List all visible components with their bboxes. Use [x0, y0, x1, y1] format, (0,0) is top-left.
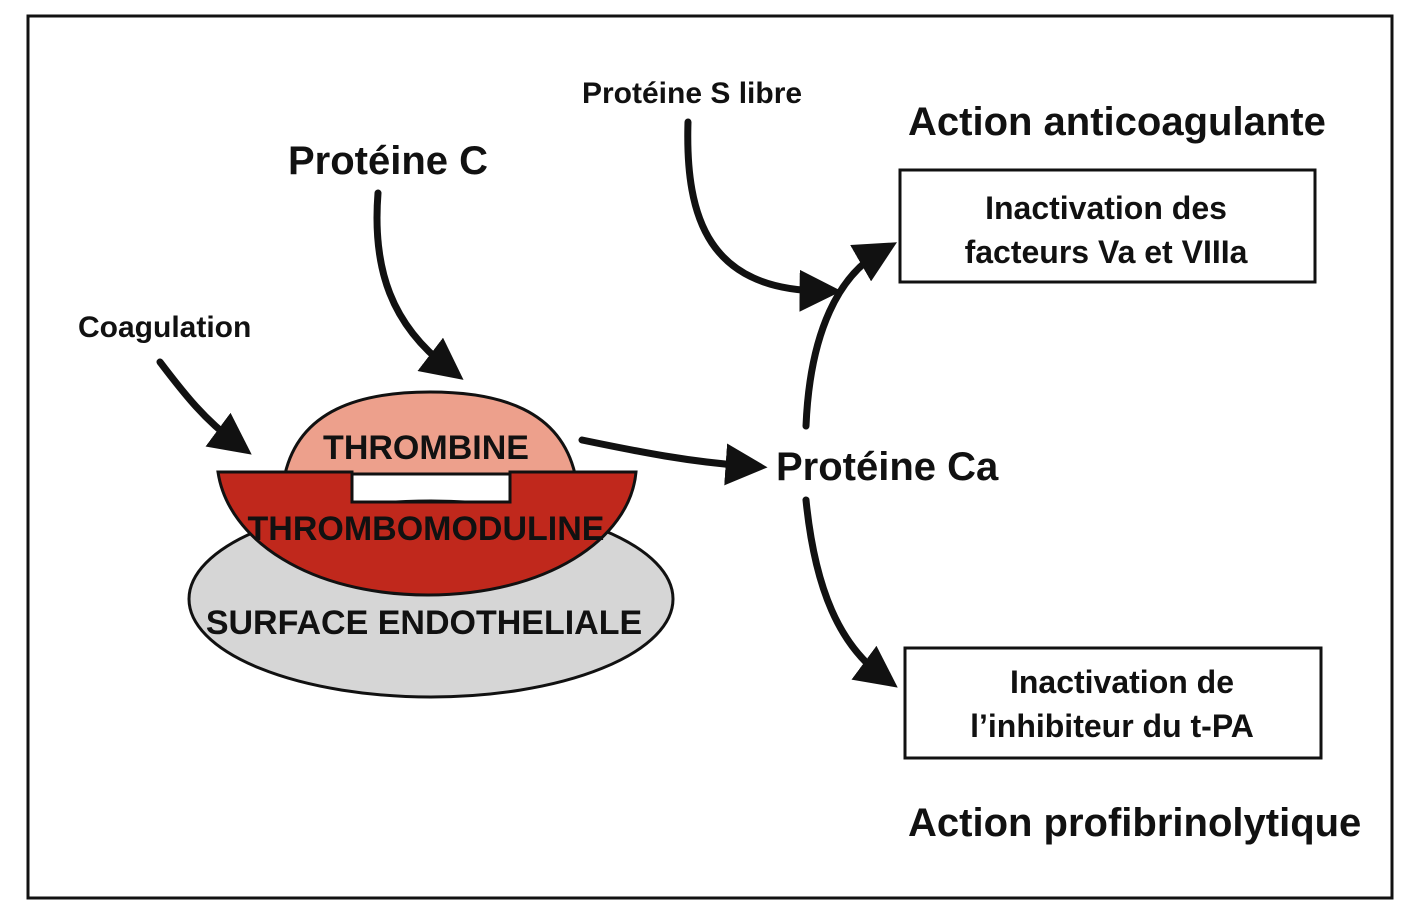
box-profibrinolytic: Inactivation de l’inhibiteur du t-PA	[903, 646, 1323, 760]
surface-endotheliale-label: SURFACE ENDOTHELIALE	[206, 604, 642, 642]
proteine-s-libre-label: Protéine S libre	[582, 77, 802, 110]
arrow-proteine-s-to-pathway	[684, 118, 842, 312]
box-anticoagulant-line1: Inactivation des	[985, 190, 1227, 226]
thrombine-label: THROMBINE	[323, 429, 529, 467]
proteine-c-label: Protéine C	[288, 139, 488, 183]
outer-frame	[26, 14, 1394, 900]
box-profibrinolytic-line2: l’inhibiteur du t-PA	[970, 708, 1254, 744]
proteine-ca-label: Protéine Ca	[776, 445, 999, 489]
arrow-coagulation-to-complex	[156, 358, 252, 455]
arrow-proteine-c-to-thrombine	[373, 189, 464, 380]
coagulation-label: Coagulation	[78, 311, 251, 344]
box-anticoagulant: Inactivation des facteurs Va et VIIIa	[898, 168, 1317, 284]
box-anticoagulant-line2: facteurs Va et VIIIa	[965, 234, 1248, 270]
thrombomoduline-label: THROMBOMODULINE	[248, 510, 605, 548]
arrow-proteine-ca-to-profibrino	[802, 496, 898, 688]
action-profibrinolytique-label: Action profibrinolytique	[908, 801, 1361, 845]
thrombomoduline-shape	[216, 470, 638, 597]
thrombine-shape	[283, 390, 577, 476]
arrow-complex-to-proteine-ca	[578, 436, 768, 486]
action-anticoagulante-label: Action anticoagulante	[908, 100, 1326, 144]
box-profibrinolytic-line1: Inactivation de	[1010, 664, 1234, 700]
arrow-proteine-ca-to-anticoag	[802, 242, 897, 430]
